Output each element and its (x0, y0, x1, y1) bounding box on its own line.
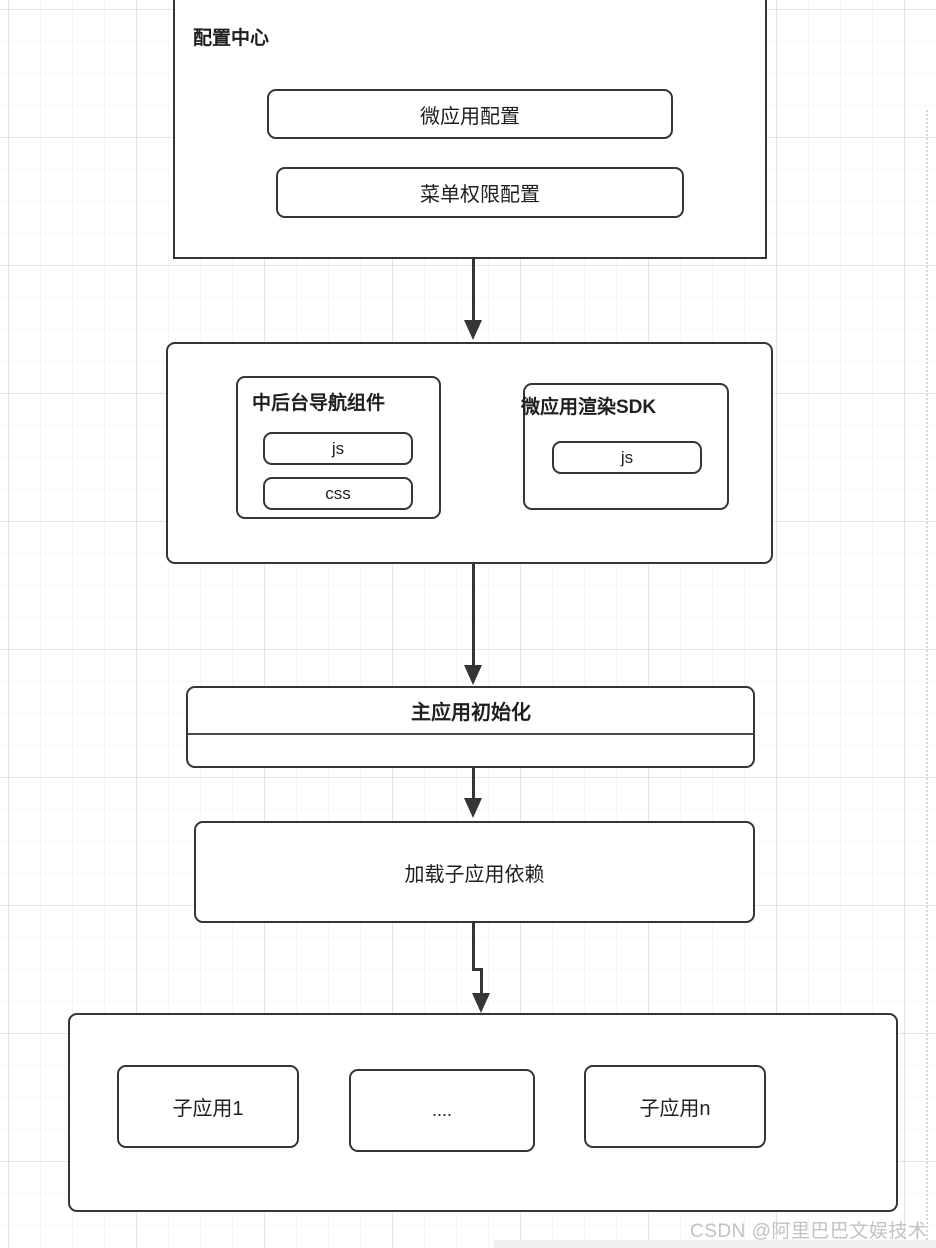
render-sdk-label: 微应用渲染SDK (521, 397, 657, 418)
bottom-bar (494, 1240, 936, 1248)
subapp-ellipsis-box[interactable]: .... (349, 1069, 535, 1152)
nav-component-css-box[interactable]: css (263, 477, 413, 510)
connector-init-to-load (472, 768, 475, 813)
connector-load-to-subapps-seg3 (480, 968, 483, 1001)
connector-load-to-subapps-seg1 (472, 923, 475, 970)
micro-app-config-label: 微应用配置 (420, 105, 520, 128)
main-app-init-label: 主应用初始化 (411, 702, 531, 724)
connector-load-to-subapps-arrowhead (472, 993, 490, 1013)
subapp-1-box[interactable]: 子应用1 (117, 1065, 299, 1148)
main-app-init-divider (188, 733, 753, 735)
menu-permission-config-label: 菜单权限配置 (420, 184, 540, 206)
subapp-1-label: 子应用1 (172, 1098, 244, 1120)
load-subapp-deps-box[interactable]: 加载子应用依赖 (194, 821, 755, 923)
connector-init-to-load-arrowhead (464, 798, 482, 818)
render-sdk-js-box[interactable]: js (552, 441, 702, 474)
connector-config-to-sdk-arrowhead (464, 320, 482, 340)
nav-component-label: 中后台导航组件 (252, 393, 386, 414)
menu-permission-config-box[interactable]: 菜单权限配置 (276, 167, 684, 218)
nav-component-css-label: css (325, 483, 351, 503)
connector-sdk-to-init-arrowhead (464, 665, 482, 685)
micro-app-config-box[interactable]: 微应用配置 (267, 89, 673, 139)
main-app-init-box[interactable] (186, 686, 755, 768)
subapp-n-label: 子应用n (639, 1098, 711, 1120)
load-subapp-deps-label: 加载子应用依赖 (404, 863, 545, 886)
subapp-n-box[interactable]: 子应用n (584, 1065, 766, 1148)
nav-component-js-box[interactable]: js (263, 432, 413, 465)
guide-dotted-line (926, 110, 928, 1248)
subapp-ellipsis-label: .... (431, 1100, 452, 1120)
nav-component-js-label: js (331, 438, 345, 458)
connector-sdk-to-init (472, 564, 475, 668)
csdn-watermark: CSDN @阿里巴巴文娱技术 (690, 1221, 928, 1242)
connector-load-to-subapps-seg2 (472, 968, 483, 971)
config-center-label: 配置中心 (193, 28, 270, 49)
render-sdk-js-label: js (620, 447, 634, 467)
connector-config-to-sdk (472, 259, 475, 323)
